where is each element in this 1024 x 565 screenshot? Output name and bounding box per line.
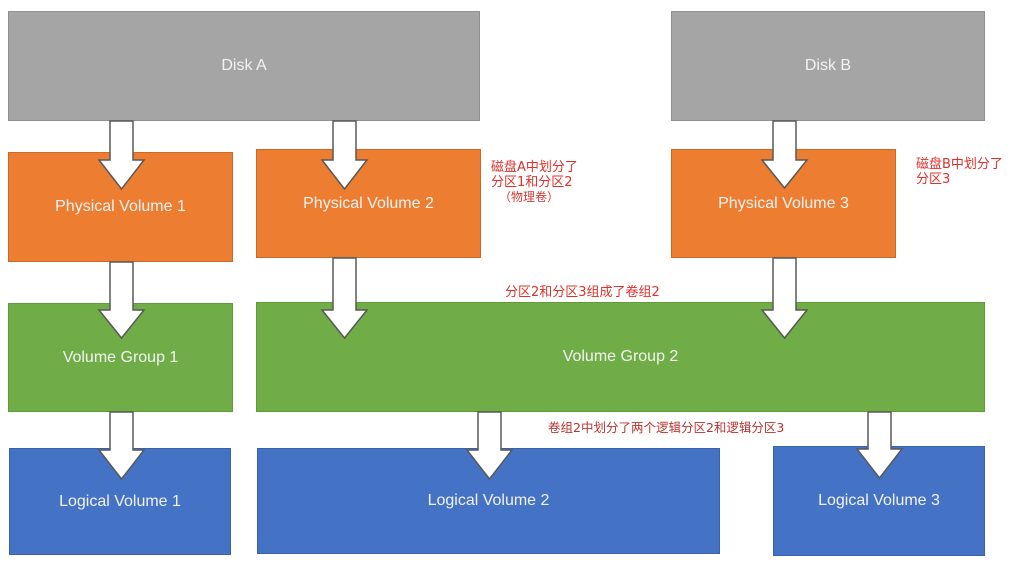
physical-volume-1-box: Physical Volume 1 xyxy=(8,152,233,262)
logical-volume-2-box: Logical Volume 2 xyxy=(257,448,720,554)
physical-volume-2-label: Physical Volume 2 xyxy=(303,194,434,212)
lv-annotation-text: 卷组2中划分了两个逻辑分区2和逻辑分区3 xyxy=(548,420,785,435)
lv-annotation: 卷组2中划分了两个逻辑分区2和逻辑分区3 xyxy=(548,420,784,435)
physical-volume-1-label: Physical Volume 1 xyxy=(55,198,186,215)
volume-group-1-label: Volume Group 1 xyxy=(62,348,179,366)
disk-b-label: Disk B xyxy=(804,57,852,74)
physical-volume-3-label: Physical Volume 3 xyxy=(718,194,849,212)
physical-volume-2-box: Physical Volume 2 xyxy=(256,149,481,258)
disk-b-annotation-line1: 磁盘B中划分了 xyxy=(916,157,1003,172)
volume-group-2-label: Volume Group 2 xyxy=(562,348,679,365)
logical-volume-3-label: Logical Volume 3 xyxy=(818,492,940,509)
disk-b-annotation: 磁盘B中划分了 分区3 xyxy=(916,157,1003,187)
disk-a-annotation: 磁盘A中划分了 分区1和分区2 （物理卷） xyxy=(491,160,578,205)
vg2-annotation: 分区2和分区3组成了卷组2 xyxy=(505,285,660,300)
disk-a-annotation-line1: 磁盘A中划分了 xyxy=(491,160,578,175)
physical-volume-3-box: Physical Volume 3 xyxy=(671,149,896,258)
volume-group-1-box: Volume Group 1 xyxy=(8,303,233,412)
disk-a-annotation-line3: （物理卷） xyxy=(499,190,560,204)
disk-a-annotation-line2: 分区1和分区2 xyxy=(491,175,573,190)
logical-volume-2-label: Logical Volume 2 xyxy=(427,492,550,509)
disk-a-box: Disk A xyxy=(8,11,480,121)
vg2-annotation-text: 分区2和分区3组成了卷组2 xyxy=(505,285,660,300)
logical-volume-1-box: Logical Volume 1 xyxy=(9,448,231,555)
disk-b-box: Disk B xyxy=(671,11,985,121)
volume-group-2-box: Volume Group 2 xyxy=(256,302,985,412)
logical-volume-3-box: Logical Volume 3 xyxy=(773,446,985,556)
logical-volume-1-label: Logical Volume 1 xyxy=(59,492,181,510)
disk-a-label: Disk A xyxy=(221,57,267,74)
disk-b-annotation-line2: 分区3 xyxy=(916,172,951,187)
